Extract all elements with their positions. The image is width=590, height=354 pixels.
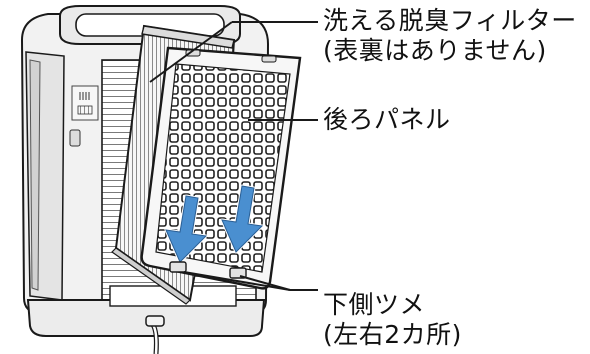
slide-down-arrow-right (220, 184, 264, 254)
washable-filter-label: 洗える脱臭フィルター (表裏はありません) (323, 6, 577, 66)
lower-clips (169, 261, 247, 279)
washable-filter-note: (表裏はありません) (323, 36, 547, 65)
leader-filter (149, 21, 233, 83)
leader-clip-right (239, 275, 291, 291)
leader-clip-left (183, 271, 291, 291)
lower-clips-title: 下側ツメ (323, 290, 426, 319)
leader-lines (149, 21, 318, 291)
back-panel (140, 46, 302, 290)
washable-filter-title: 洗える脱臭フィルター (323, 6, 577, 35)
slide-down-arrow-left (164, 194, 208, 264)
lower-clips-note: (左右2カ所) (323, 320, 462, 349)
lower-clips-label: 下側ツメ (左右2カ所) (323, 290, 462, 350)
back-panel-title: 後ろパネル (323, 105, 451, 134)
power-cord (145, 315, 165, 354)
control-panel (71, 85, 99, 121)
back-panel-label: 後ろパネル (323, 105, 451, 135)
